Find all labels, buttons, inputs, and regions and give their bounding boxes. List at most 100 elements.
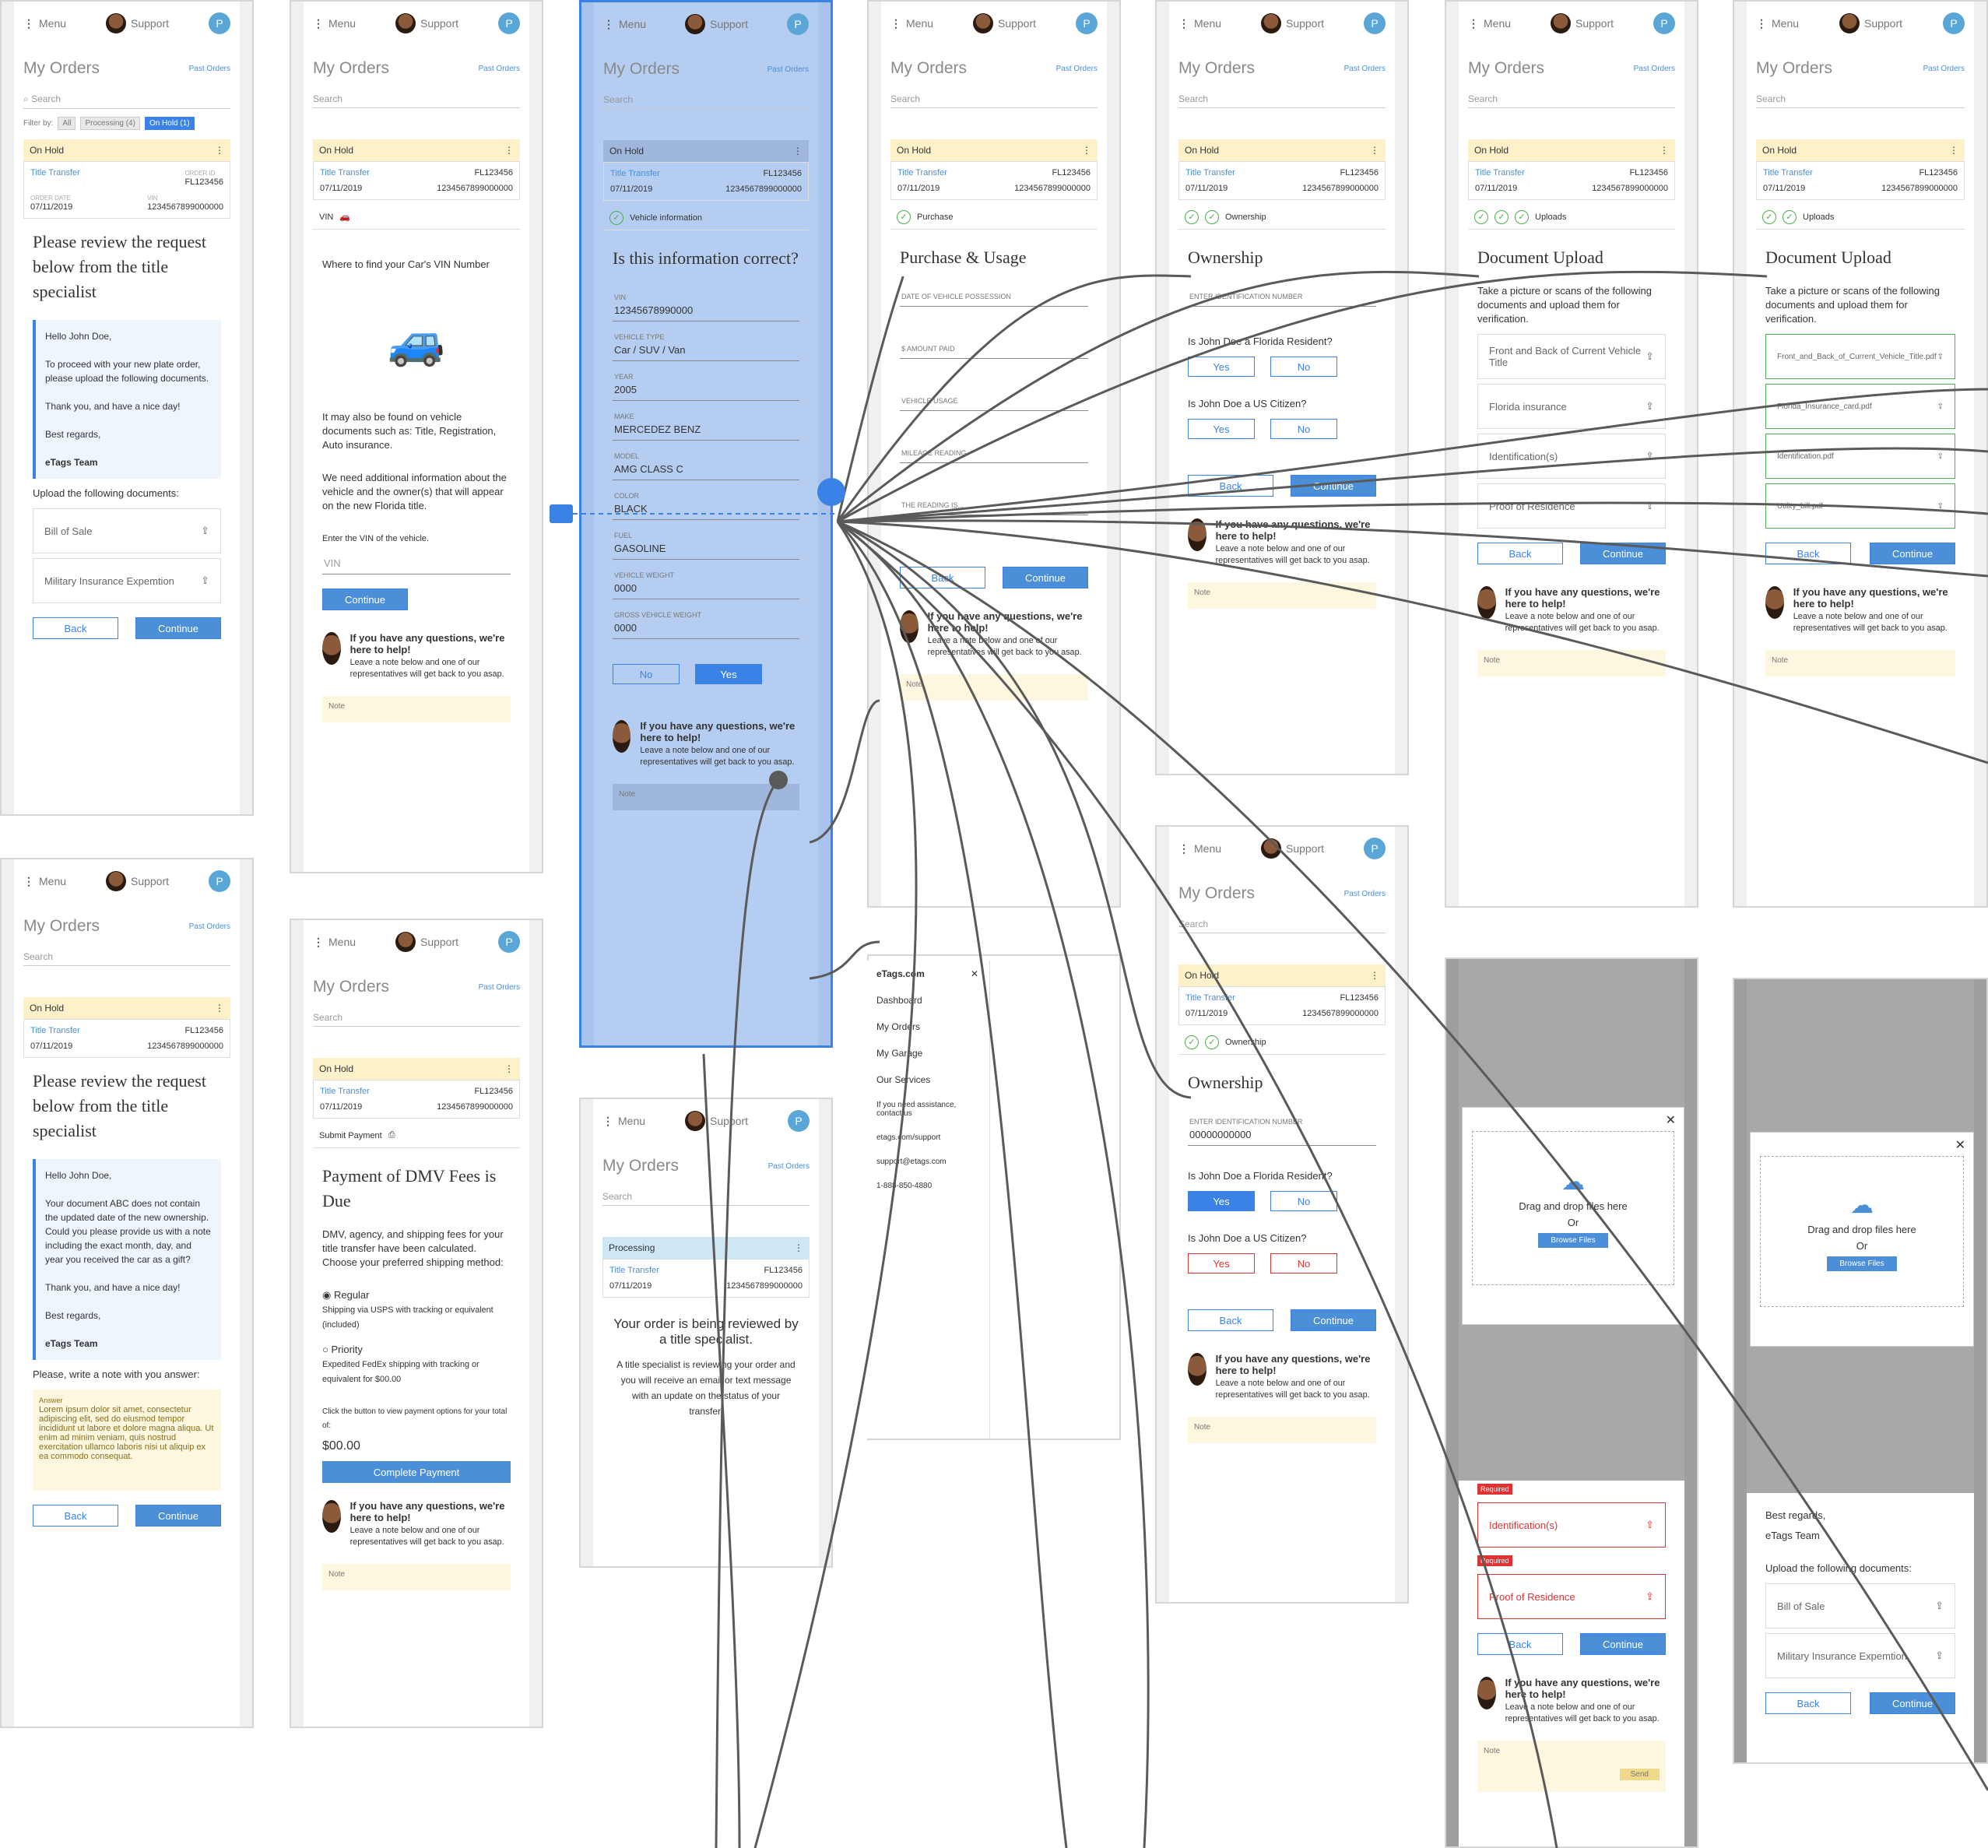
search-input[interactable]: Search xyxy=(1178,90,1386,108)
support-button[interactable]: Support xyxy=(1550,13,1614,33)
continue-button[interactable]: Continue xyxy=(1580,1633,1666,1655)
past-orders-link[interactable]: Past Orders xyxy=(188,922,230,931)
support-button[interactable]: Support xyxy=(105,13,169,33)
kebab-icon[interactable]: ⋮ xyxy=(504,145,514,156)
citizen-yes-button[interactable]: Yes xyxy=(1188,1253,1255,1274)
note-input[interactable]: Note xyxy=(1765,650,1955,676)
past-orders-link[interactable]: Past Orders xyxy=(1343,64,1386,73)
menu-button[interactable]: ⋮Menu xyxy=(1178,16,1222,30)
vehicle-usage-select[interactable]: VEHICLE USAGE xyxy=(900,390,1088,411)
kebab-icon[interactable]: ⋮ xyxy=(504,1063,514,1074)
back-button[interactable]: Back xyxy=(33,617,118,639)
uploaded-identification[interactable]: Identification.pdf⇪ xyxy=(1765,434,1955,479)
no-button[interactable]: No xyxy=(613,664,680,684)
browse-files-button[interactable]: Browse Files xyxy=(1538,1233,1608,1248)
support-button[interactable]: Support xyxy=(684,1111,748,1131)
past-orders-link[interactable]: Past Orders xyxy=(478,64,520,73)
past-orders-link[interactable]: Past Orders xyxy=(1343,889,1386,898)
note-input[interactable]: Note xyxy=(1188,1417,1376,1443)
nav-my-orders[interactable]: My Orders xyxy=(876,1021,921,1032)
kebab-icon[interactable]: ⋮ xyxy=(215,1003,224,1014)
back-button[interactable]: Back xyxy=(1477,543,1563,564)
note-input[interactable]: Note xyxy=(900,674,1088,701)
tab-submit-payment[interactable]: Submit Payment⎙ xyxy=(313,1123,520,1148)
tab-vehicle-information[interactable]: ✓Vehicle information xyxy=(603,206,809,230)
close-icon[interactable]: ✕ xyxy=(970,968,978,979)
support-phone[interactable]: 1-888-850-4880 xyxy=(876,1182,933,1190)
support-button[interactable]: Support xyxy=(1260,838,1324,859)
kebab-icon[interactable]: ⋮ xyxy=(1370,145,1379,156)
search-input[interactable]: Search xyxy=(1756,90,1965,108)
search-input[interactable]: Search xyxy=(1178,915,1386,933)
florida-yes-button[interactable]: Yes xyxy=(1188,1191,1255,1211)
support-link[interactable]: etags.com/support xyxy=(876,1133,941,1142)
uploaded-florida-insurance[interactable]: Florida_Insurance_card.pdf⇪ xyxy=(1765,384,1955,429)
upload-military-insurance[interactable]: Military Insurance Expemtion⇪ xyxy=(1765,1633,1955,1678)
profile-avatar[interactable]: P xyxy=(786,13,809,35)
past-orders-link[interactable]: Past Orders xyxy=(478,982,520,992)
complete-payment-button[interactable]: Complete Payment xyxy=(322,1461,511,1483)
search-input[interactable]: Search xyxy=(313,90,520,108)
tab-purchase[interactable]: ✓Purchase xyxy=(890,205,1098,230)
search-input[interactable]: Search xyxy=(23,948,230,966)
search-input[interactable]: Search xyxy=(890,90,1098,108)
back-button[interactable]: Back xyxy=(33,1505,118,1527)
profile-avatar[interactable]: P xyxy=(1942,12,1965,34)
past-orders-link[interactable]: Past Orders xyxy=(188,64,230,73)
note-input[interactable]: Note xyxy=(613,784,799,810)
support-button[interactable]: Support xyxy=(684,14,748,34)
search-input[interactable]: Search xyxy=(313,1009,520,1027)
continue-button[interactable]: Continue xyxy=(1870,1692,1955,1714)
profile-avatar[interactable]: P xyxy=(1363,12,1386,34)
menu-button[interactable]: ⋮Menu xyxy=(23,874,67,888)
search-input[interactable]: ⌕ Search xyxy=(23,90,230,109)
send-button[interactable]: Send xyxy=(1619,1769,1660,1780)
menu-button[interactable]: ⋮Menu xyxy=(313,935,357,949)
back-button[interactable]: Back xyxy=(1188,1309,1273,1331)
menu-button[interactable]: ⋮Menu xyxy=(1468,16,1512,30)
nav-my-garage[interactable]: My Garage xyxy=(876,1048,923,1059)
upload-florida-insurance[interactable]: Florida insurance⇪ xyxy=(1477,384,1666,429)
kebab-icon[interactable]: ⋮ xyxy=(794,1242,803,1253)
amount-paid-field[interactable]: $ AMOUNT PAID xyxy=(900,338,1088,359)
profile-avatar[interactable]: P xyxy=(497,931,520,953)
support-button[interactable]: Support xyxy=(395,13,458,33)
continue-button[interactable]: Continue xyxy=(1580,543,1666,564)
back-button[interactable]: Back xyxy=(1477,1633,1563,1655)
support-button[interactable]: Support xyxy=(105,871,169,891)
florida-no-button[interactable]: No xyxy=(1270,357,1337,377)
vin-input[interactable]: VIN xyxy=(322,553,511,574)
kebab-icon[interactable]: ⋮ xyxy=(1949,145,1958,156)
kebab-icon[interactable]: ⋮ xyxy=(215,145,224,156)
back-button[interactable]: Back xyxy=(1765,1692,1851,1714)
continue-button[interactable]: Continue xyxy=(1291,475,1376,497)
filter-on-hold[interactable]: On Hold (1) xyxy=(144,117,195,130)
kebab-icon[interactable]: ⋮ xyxy=(1660,145,1669,156)
tab-ownership[interactable]: ✓✓Ownership xyxy=(1178,1030,1386,1055)
profile-avatar[interactable]: P xyxy=(1653,12,1675,34)
id-number-field[interactable]: ENTER IDENTIFICATION NUMBER xyxy=(1188,286,1376,307)
florida-yes-button[interactable]: Yes xyxy=(1188,357,1255,377)
menu-button[interactable]: ⋮Menu xyxy=(602,1114,646,1128)
upload-bill-of-sale[interactable]: Bill of Sale⇪ xyxy=(33,508,221,553)
past-orders-link[interactable]: Past Orders xyxy=(767,1161,810,1171)
support-button[interactable]: Support xyxy=(395,932,458,952)
continue-button[interactable]: Continue xyxy=(1291,1309,1376,1331)
upload-bill-of-sale[interactable]: Bill of Sale⇪ xyxy=(1765,1583,1955,1628)
menu-button[interactable]: ⋮Menu xyxy=(1178,841,1222,855)
